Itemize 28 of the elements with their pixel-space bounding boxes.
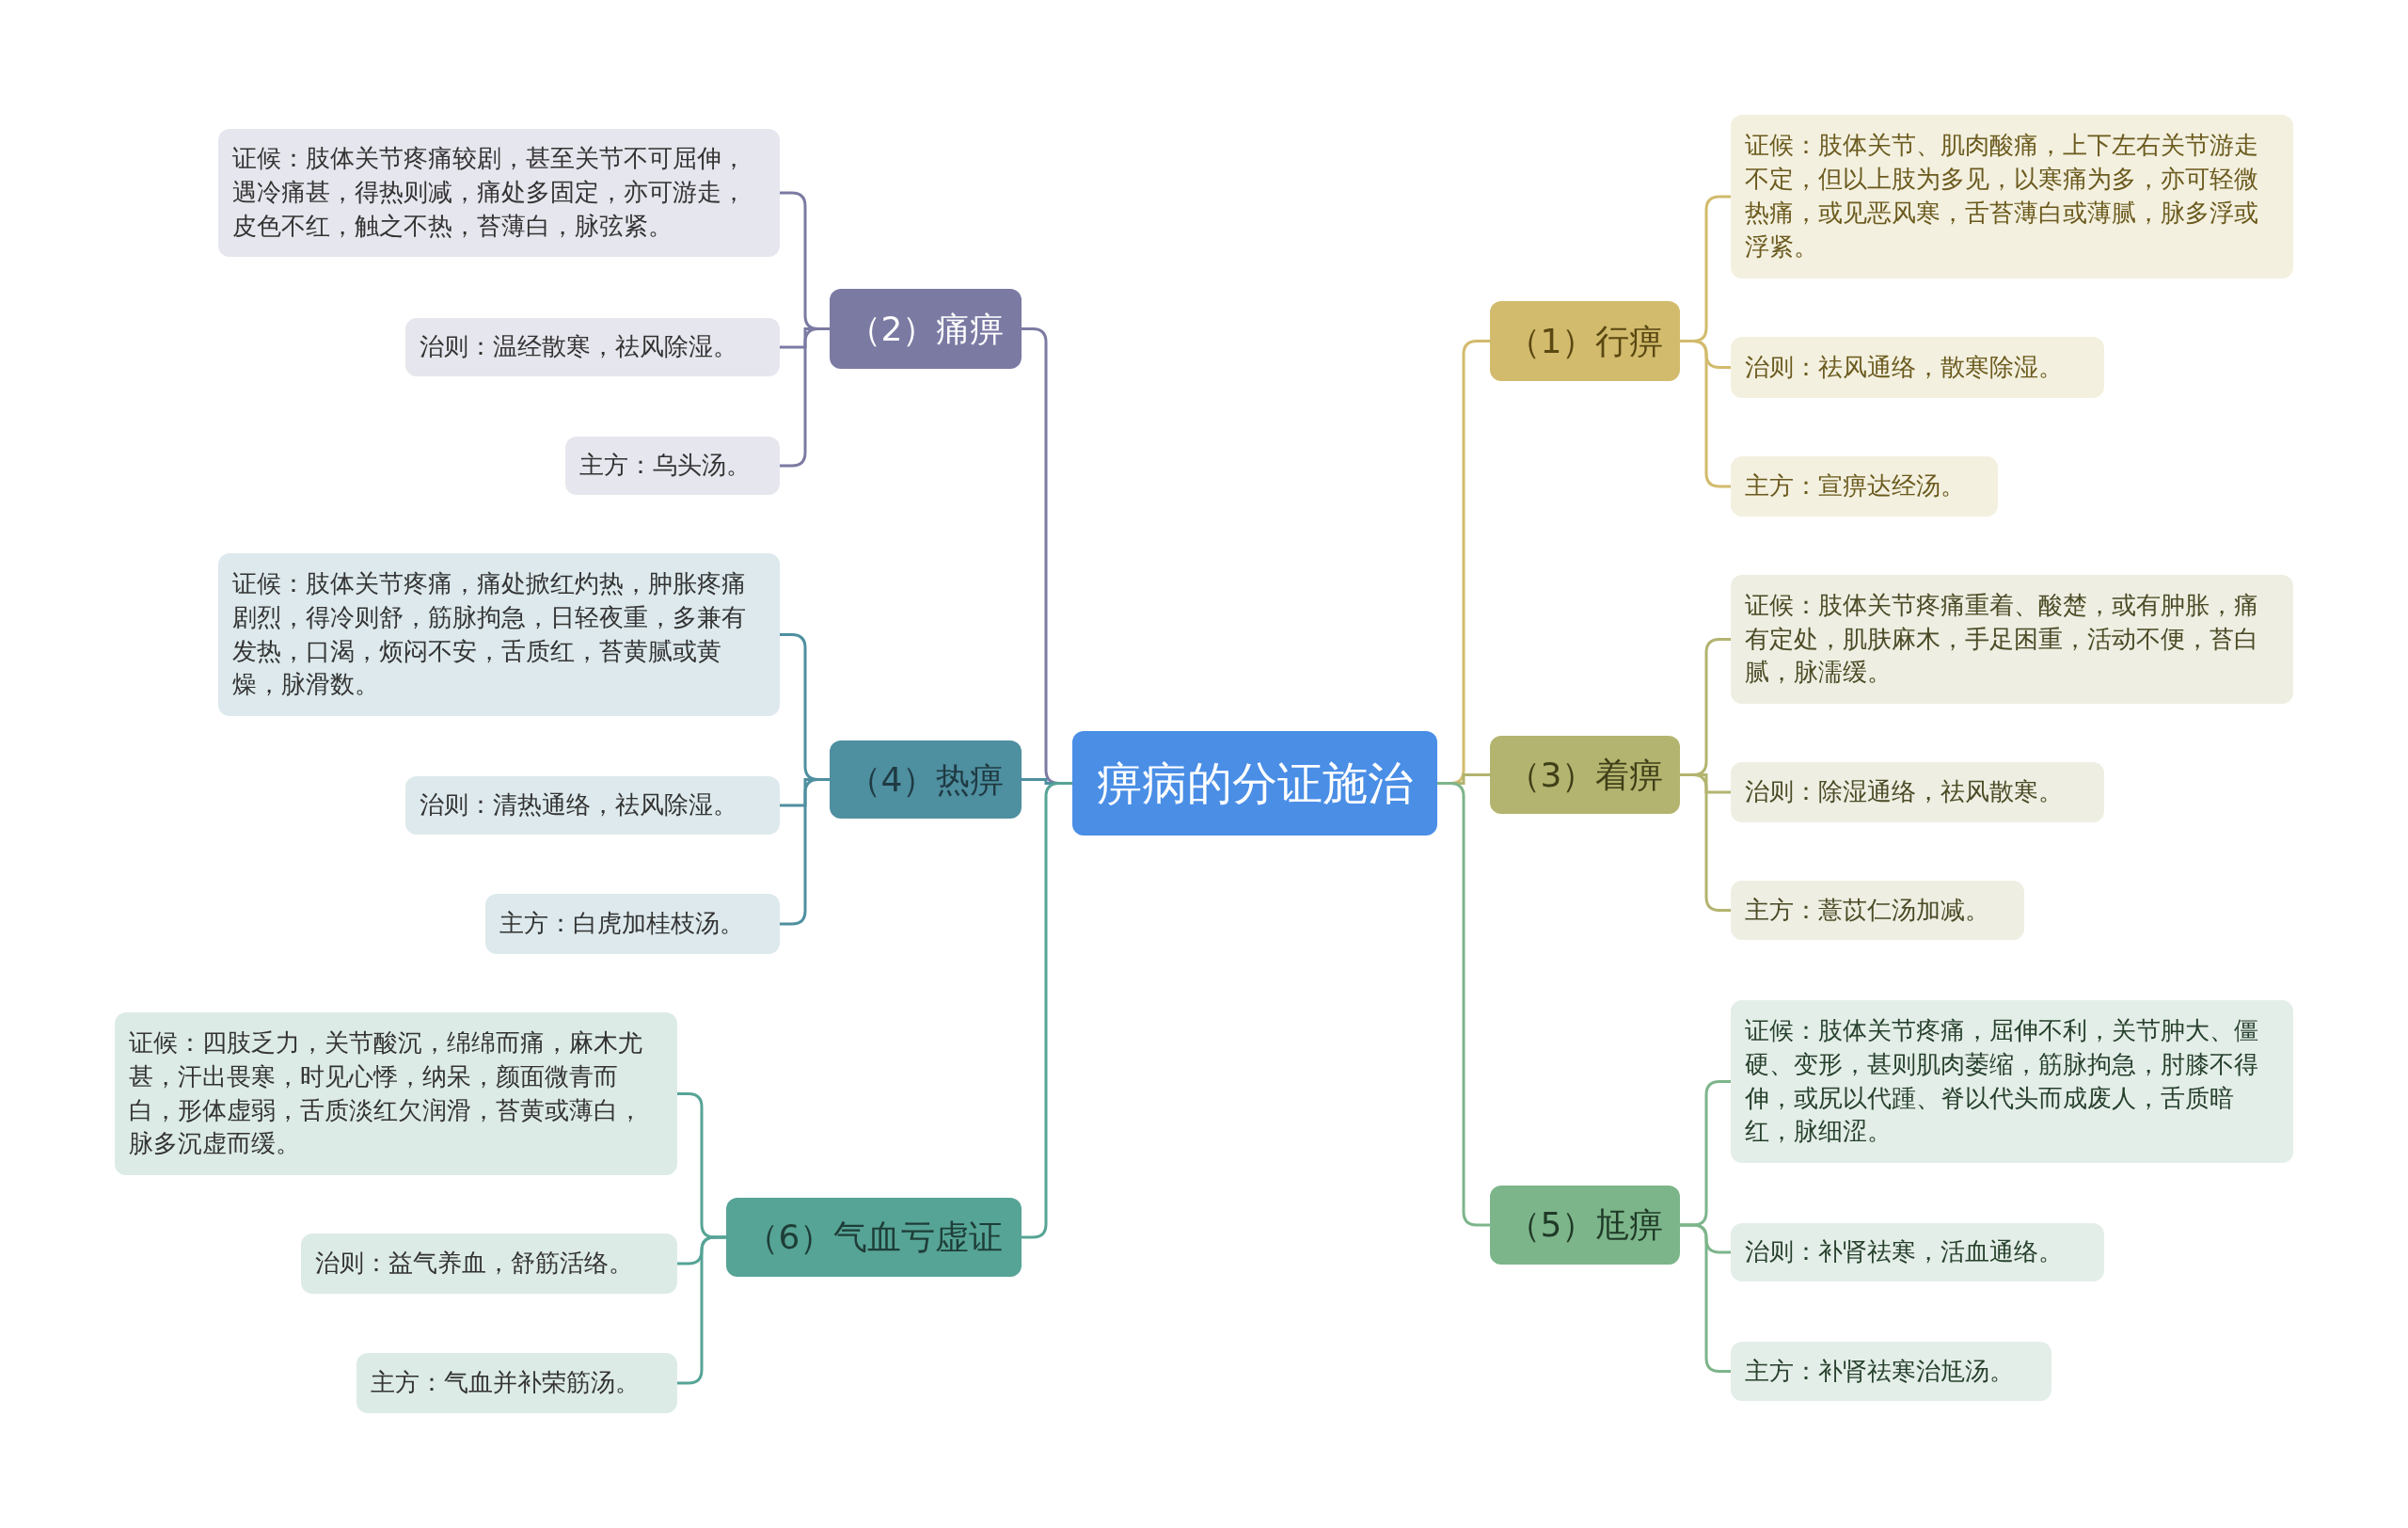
note-box: 治则：除湿通络，祛风散寒。 — [1731, 762, 2104, 822]
note-box: 证候：肢体关节疼痛，痛处掀红灼热，肿胀疼痛剧烈，得冷则舒，筋脉拘急，日轻夜重，多兼有发热，口渴，烦闷不安，舌质红，苔黄腻或黄燥，脉滑数。 — [218, 553, 780, 716]
note-box: 主方：白虎加桂枝汤。 — [485, 894, 780, 954]
note-box: 主方：补肾祛寒治尪汤。 — [1731, 1342, 2052, 1401]
branch-topic-box: （2）痛痹 — [830, 289, 1022, 369]
note-box: 主方：宣痹达经汤。 — [1731, 456, 1998, 517]
note-box: 证候：肢体关节疼痛重着、酸楚，或有肿胀，痛有定处，肌肤麻木，手足困重，活动不便，苔白腻，脉濡缓。 — [1731, 575, 2293, 704]
note-box: 治则：温经散寒，祛风除湿。 — [405, 318, 780, 376]
branch-topic-box: （1）行痹 — [1490, 301, 1680, 381]
connector-line — [1680, 773, 1731, 912]
note-box: 证候：肢体关节疼痛较剧，甚至关节不可屈伸，遇冷痛甚，得热则减，痛处多固定，亦可游走，皮色不红，触之不热，苔薄白，脉弦紧。 — [218, 129, 780, 257]
branch-topic-box: （4）热痹 — [830, 740, 1022, 819]
branch-topic-box: （3）着痹 — [1490, 736, 1680, 814]
note-box: 证候：肢体关节疼痛，屈伸不利，关节肿大、僵硬、变形，甚则肌肉萎缩，筋脉拘急，肘膝不得伸，或尻以代踵、脊以代头而成废人，舌质暗红，脉细涩。 — [1731, 1000, 2293, 1163]
note-box: 主方：气血并补荣筋汤。 — [356, 1353, 677, 1413]
note-box: 治则：清热通络，祛风除湿。 — [405, 776, 780, 835]
central-topic-box: 痹病的分证施治 — [1072, 731, 1437, 836]
note-box: 治则：益气养血，舒筋活络。 — [301, 1234, 677, 1294]
note-box: 治则：补肾祛寒，活血通络。 — [1731, 1223, 2104, 1281]
note-box: 主方：薏苡仁汤加减。 — [1731, 881, 2024, 940]
note-box: 主方：乌头汤。 — [565, 437, 780, 495]
note-box: 证候：肢体关节、肌肉酸痛，上下左右关节游走不定，但以上肢为多见，以寒痛为多，亦可轻微热痛，或见恶风寒，舌苔薄白或薄腻，脉多浮或浮紧。 — [1731, 115, 2293, 279]
note-box: 治则：祛风通络，散寒除湿。 — [1731, 337, 2104, 398]
connector-line — [1680, 340, 1731, 488]
connector-line — [1680, 1223, 1731, 1373]
branch-topic-box: （5）尪痹 — [1490, 1186, 1680, 1265]
note-box: 证候：四肢乏力，关节酸沉，绵绵而痛，麻木尤甚，汗出畏寒，时见心悸，纳呆，颜面微青而白，形体虚弱，舌质淡红欠润滑，苔黄或薄白，脉多沉虚而缓。 — [115, 1012, 677, 1175]
branch-topic-box: （6）气血亏虚证 — [726, 1198, 1022, 1277]
